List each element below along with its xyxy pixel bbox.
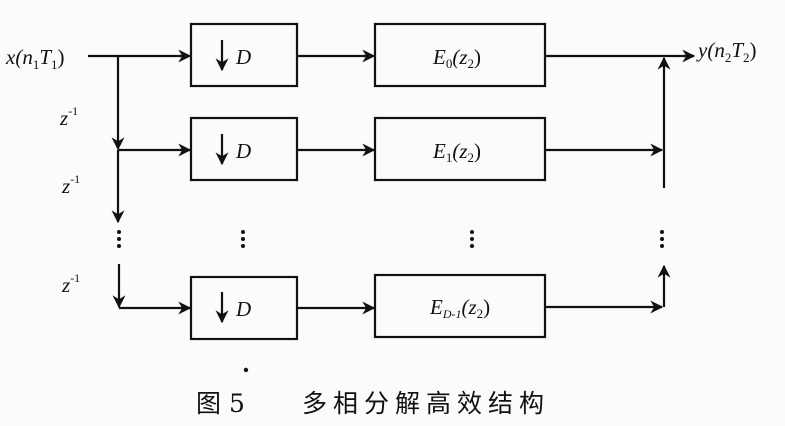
ellipsis-output-bus [660,230,664,248]
polyphase-filter-block-last [373,273,547,339]
delay-label-3: z-1 [61,271,80,297]
branch-1: D E1(z2) [189,116,664,182]
polyphase-filter-label-last: ED-1(z2) [429,295,490,321]
output-signal-label: y(n2T2) [696,38,757,65]
ellipsis-filters [470,230,474,248]
ellipsis-delay-chain [117,230,121,248]
caption-mark-dot [243,367,249,373]
branch-last: D ED-1(z2) [189,273,664,341]
figure-caption: 多相分解高效结构 [302,389,550,418]
decimator-factor-label: D [235,297,251,321]
ellipsis-decimators [241,230,245,248]
polyphase-filter-label-0: E0(z2) [432,45,481,71]
polyphase-filter-label-1: E1(z2) [432,139,481,165]
delay-label-2: z-1 [61,172,80,198]
figure-number: 图 5 [196,389,245,418]
decimator-factor-label: D [235,45,251,69]
branch-0: D E0(z2) [189,22,696,88]
delay-label-1: z-1 [59,104,78,130]
decimator-factor-label: D [235,139,251,163]
input-signal-label: x(n1T1) [5,45,65,72]
